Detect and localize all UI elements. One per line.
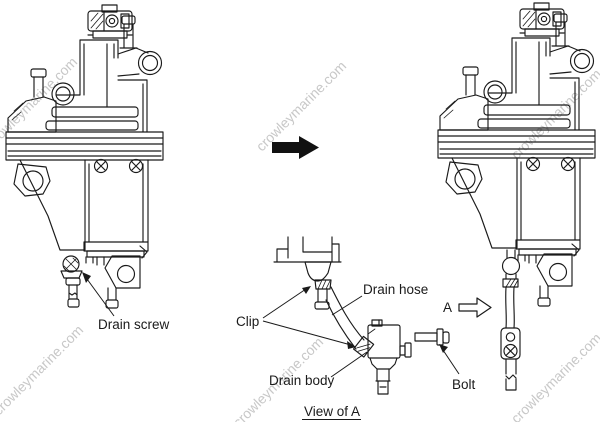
clip-leader-lower [262,320,352,346]
watermark-layer: crowleymarine.com crowleymarine.com crow… [0,54,600,422]
drain-body-label: Drain body [269,373,335,388]
drain-body-leader [330,351,368,378]
bolt-part [414,328,450,346]
bolt-leader [442,349,460,375]
view-of-a-detail: Clip Drain hose Drain body Bolt View of … [236,236,476,420]
clip-leader-upper [262,288,307,319]
watermark: crowleymarine.com [508,66,600,163]
watermark: crowleymarine.com [508,330,600,422]
transform-arrow-icon [272,136,319,159]
watermark: crowleymarine.com [0,54,80,151]
clip-arrowhead-lower-icon [347,341,356,349]
drain-hose-assembly [500,249,521,391]
drain-hose-label: Drain hose [363,282,428,297]
pump-bottom-fragment [273,236,342,282]
drain-screw-label: Drain screw [98,317,170,332]
drain-screw-assembly [60,255,83,308]
drain-hose-curve [325,286,365,350]
clip-label: Clip [236,314,259,329]
pump-assembly-after: A [437,2,596,391]
drain-outlet-tube [314,288,330,310]
view-direction-label: A [443,300,452,315]
clip-arrowhead-upper-icon [302,286,311,294]
bolt-arrowhead-icon [439,344,448,353]
drain-screw-leader [86,278,115,317]
pump-assembly-before: Drain screw [5,4,170,332]
watermark: crowleymarine.com [0,322,86,419]
view-of-a-caption: View of A [304,404,360,419]
bolt-label: Bolt [452,377,476,392]
drain-hose-leader [331,295,363,316]
hose-clip-upper [314,279,332,290]
drain-screw-arrowhead-icon [82,272,91,283]
drain-body-part [367,319,412,395]
view-direction-arrow-icon [458,297,492,318]
